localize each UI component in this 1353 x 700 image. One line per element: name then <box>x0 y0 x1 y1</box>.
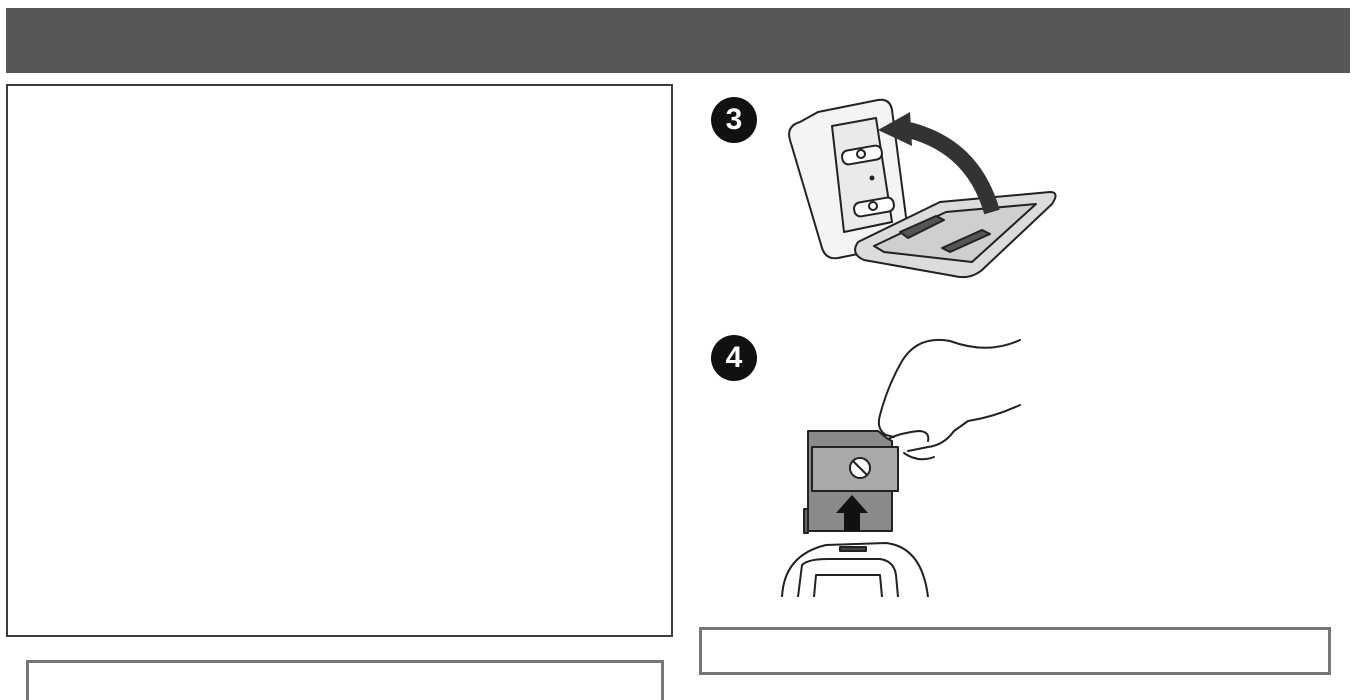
remove-battery-pack-icon <box>781 339 1021 597</box>
right-note-box <box>699 627 1331 675</box>
header-bar <box>6 8 1350 73</box>
open-battery-cover-icon <box>788 98 1057 279</box>
step-3-badge: 3 <box>711 97 757 143</box>
left-note-box <box>26 660 664 700</box>
step-4-badge: 4 <box>711 335 757 381</box>
left-content-panel <box>6 84 673 637</box>
